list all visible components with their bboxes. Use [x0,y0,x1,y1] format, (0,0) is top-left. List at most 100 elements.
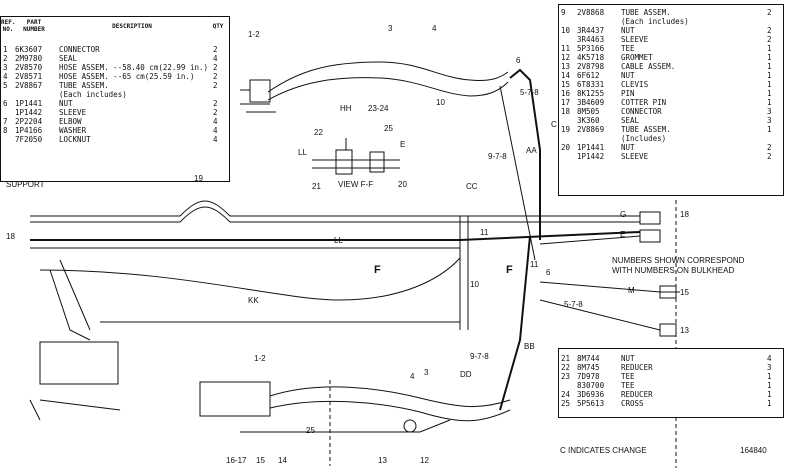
part-ref-no: 12 [561,53,571,62]
part-qty: 2 [767,143,772,152]
part-number: 8M745 [577,363,600,372]
part-number: 3R4437 [577,26,605,35]
part-qty: 4 [213,117,218,126]
part-qty: 1 [767,98,772,107]
tube-cc [459,216,469,330]
lower-hose-3 [269,386,511,407]
callout: 11 [530,260,539,269]
part-description: SLEEVE [621,152,649,161]
part-ref-no: 13 [561,62,571,71]
part-ref-no: 2 [3,54,8,63]
callout: HH [340,104,352,113]
callout: 19 [194,174,203,183]
part-description: NUT [621,26,635,35]
part-number: 1P1442 [15,108,43,117]
part-number: 3B4609 [577,98,605,107]
view-ff-tube [312,159,400,169]
lower-hose-4 [269,400,511,422]
callout: CC [466,182,478,191]
part-qty: 4 [213,126,218,135]
part-ref-no: 20 [561,143,571,152]
callout: 21 [312,182,321,191]
part-description: NUT [621,143,635,152]
callout: M [628,286,635,295]
callout: DD [460,370,472,379]
part-qty: 2 [213,72,218,81]
part-qty: 2 [213,45,218,54]
part-description: LOCKNUT [59,135,91,144]
control-rod [29,399,121,421]
part-ref-no: 8 [3,126,8,135]
part-number: 2P2204 [15,117,43,126]
part-qty: 1 [767,125,772,134]
part-number: 1P4166 [15,126,43,135]
part-qty: 4 [213,54,218,63]
callout: 25 [306,426,315,435]
tube-kk [39,257,461,301]
tube-m [539,281,680,293]
parts-row: (Each includes) [559,17,783,26]
part-number: 2V8868 [577,8,605,17]
callout: E [620,230,626,239]
bulkhead-note-line-1: NUMBERS SHOWN CORRESPOND [612,256,745,265]
part-description: REDUCER [621,363,653,372]
callout: 23-24 [368,104,389,113]
callout: 25 [384,124,393,133]
bulkhead-fitting-13 [659,323,677,337]
view-ff-cross [369,151,385,173]
callout: 1-2 [254,354,266,363]
callout: LL [298,148,307,157]
callout: AA [526,146,537,155]
part-description: NUT [621,354,635,363]
part-description: WASHER [59,126,87,135]
tube-aa [509,68,541,240]
callout: BB [524,342,535,351]
part-description: CABLE ASSEM. [621,62,676,71]
part-description: CONNECTOR [59,45,100,54]
callout: E [400,140,406,149]
part-number: 8M505 [577,107,600,116]
callout: 16-17 [226,456,247,465]
part-number: 2V8869 [577,125,605,134]
part-qty: 2 [767,152,772,161]
part-ref-no: 22 [561,363,571,372]
part-ref-no: 10 [561,26,571,35]
callout: 18 [6,232,15,241]
part-qty: 1 [767,53,772,62]
part-number: 1P1441 [577,143,605,152]
callout: F [506,264,513,276]
callout: 5-7-8 [520,88,539,97]
tube-bb [499,235,531,411]
callout: 9-7-8 [470,352,489,361]
bulkhead-fitting-e [639,229,661,243]
part-description: PIN [621,89,635,98]
support-label: SUPPORT [6,180,45,189]
part-qty: 2 [213,63,218,72]
part-number: 3D6936 [577,390,605,399]
support-bracket [49,259,91,341]
part-ref-no: 25 [561,399,571,408]
part-description: (Each includes) [621,17,689,26]
part-description: TUBE ASSEM. [59,81,109,90]
callout: 6 [546,268,551,277]
part-qty: 2 [213,81,218,90]
callout: LL [334,236,343,245]
part-description: CONNECTOR [621,107,662,116]
main-tube-g-inner [30,206,640,223]
part-description: HOSE ASSEM. --65 cm(25.59 in.) [59,72,195,81]
part-number: 8K1255 [577,89,605,98]
callout: 5-7-8 [564,300,583,309]
support-block [39,341,119,385]
part-qty: 1 [767,62,772,71]
